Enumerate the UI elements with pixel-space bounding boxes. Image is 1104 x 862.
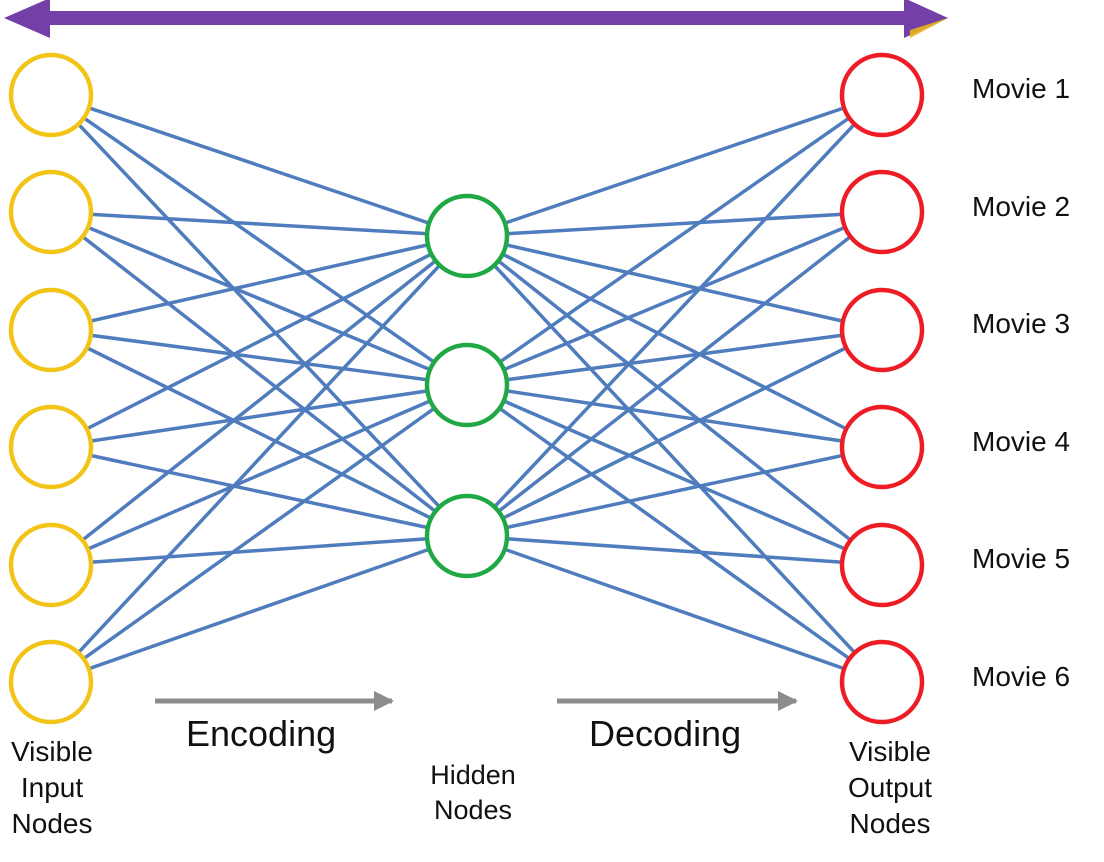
input-node-1: [8, 52, 94, 138]
edge-in2-h2: [50, 210, 468, 387]
edge-h3-out2: [465, 210, 884, 538]
output-node-4: [839, 404, 925, 490]
hidden-node-2: [424, 342, 510, 428]
input-node-2: [8, 169, 94, 255]
hidden-nodes-label: Hidden Nodes: [413, 758, 533, 827]
edge-h1-out3: [466, 234, 883, 332]
movie-label-6: Movie 6: [972, 661, 1071, 692]
input-label-line-3: Nodes: [11, 807, 93, 839]
edge-in2-h1: [50, 210, 468, 238]
movie-label-5: Movie 5: [972, 543, 1071, 574]
connection-edges: [49, 93, 884, 684]
input-node-6: [8, 639, 94, 725]
edge-h2-out3: [466, 328, 883, 387]
edge-in3-h2: [50, 328, 468, 387]
edge-h1-out1: [466, 93, 883, 238]
edge-in1-h1: [50, 93, 468, 238]
edge-h3-out3: [466, 328, 883, 538]
edge-h1-out4: [466, 234, 883, 449]
output-node-1: [839, 52, 925, 138]
edge-h3-out6: [466, 534, 883, 684]
input-label-line-2: Input: [20, 771, 84, 803]
output-label-line-2: Output: [847, 771, 933, 803]
edge-in5-h2: [50, 383, 468, 567]
visible-input-nodes-label: Visible Input Nodes: [0, 734, 104, 841]
output-node-6: [839, 639, 925, 725]
top-arrow-right-tip-icon: [910, 18, 948, 38]
output-node-5: [839, 522, 925, 608]
edge-h1-out5: [465, 234, 884, 567]
input-label-line-1: Visible: [11, 736, 93, 767]
edge-h1-out2: [466, 210, 883, 238]
visible-output-nodes-label: Visible Output Nodes: [830, 734, 950, 841]
edge-h2-out4: [466, 383, 883, 449]
edge-in4-h3: [50, 445, 468, 538]
edge-h2-out2: [466, 210, 883, 387]
edge-in1-h2: [49, 93, 469, 387]
decoding-label: Decoding: [589, 713, 742, 754]
encoding-label: Encoding: [186, 713, 337, 754]
edge-h2-out5: [466, 383, 883, 567]
movie-label-4: Movie 4: [972, 426, 1071, 457]
top-arrow-left-head-icon: [4, 0, 50, 38]
edge-h2-out1: [465, 93, 884, 387]
edge-in1-h3: [49, 93, 469, 538]
edge-in6-h1: [49, 234, 469, 684]
edge-in3-h3: [50, 328, 468, 538]
edge-in3-h1: [50, 234, 468, 332]
output-node-3: [839, 287, 925, 373]
input-node-5: [8, 522, 94, 608]
output-node-2: [839, 169, 925, 255]
bidirectional-arrow-icon: [4, 0, 948, 38]
hidden-label-line-1: Hidden: [430, 760, 516, 790]
edge-in6-h3: [50, 534, 468, 684]
edge-h3-out1: [465, 93, 884, 538]
edge-in2-h3: [49, 210, 469, 538]
edge-in5-h1: [49, 234, 469, 567]
hidden-node-1: [424, 193, 510, 279]
edge-in6-h2: [49, 383, 469, 684]
edge-h2-out6: [465, 383, 884, 684]
hidden-label-line-2: Nodes: [433, 794, 513, 825]
movie-label-2: Movie 2: [972, 191, 1071, 222]
edge-h3-out4: [466, 445, 883, 538]
input-node-3: [8, 287, 94, 373]
output-label-line-1: Visible: [849, 736, 931, 767]
edge-in4-h1: [50, 234, 468, 449]
movie-label-3: Movie 3: [972, 308, 1071, 339]
edge-h1-out6: [465, 234, 884, 684]
hidden-node-3: [424, 493, 510, 579]
output-label-line-3: Nodes: [849, 807, 931, 839]
edge-in4-h2: [50, 383, 468, 449]
input-node-4: [8, 404, 94, 490]
network-nodes: [8, 52, 925, 725]
movie-label-1: Movie 1: [972, 73, 1071, 104]
edge-in5-h3: [50, 534, 468, 567]
edge-h3-out5: [466, 534, 883, 567]
